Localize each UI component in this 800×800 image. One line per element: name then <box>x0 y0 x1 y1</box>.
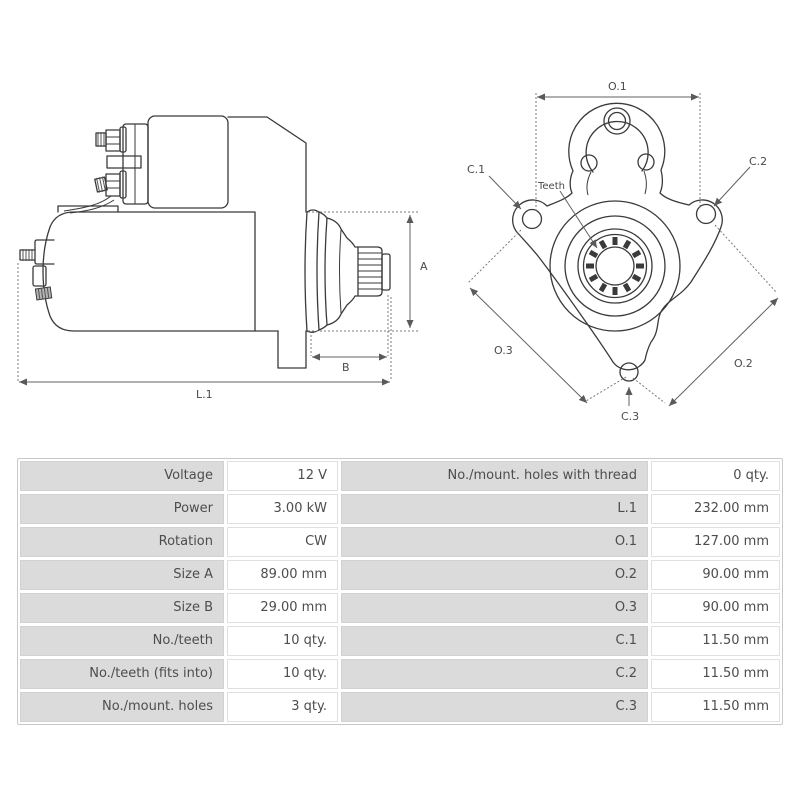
spec-value-cell: 90.00 mm <box>651 593 780 623</box>
spec-value-cell: 10 qty. <box>227 626 338 656</box>
spec-label-cell: No./teeth <box>20 626 224 656</box>
table-row: Power 3.00 kW L.1 232.00 mm <box>20 494 780 524</box>
spec-value-cell: 11.50 mm <box>651 692 780 722</box>
spec-value-cell: 90.00 mm <box>651 560 780 590</box>
spec-value-cell: 3 qty. <box>227 692 338 722</box>
dim-label-l1: L.1 <box>196 388 213 401</box>
table-row: Size A 89.00 mm O.2 90.00 mm <box>20 560 780 590</box>
spec-label-cell: Size B <box>20 593 224 623</box>
dim-label-c1: C.1 <box>467 163 485 176</box>
spec-value-cell: 12 V <box>227 461 338 491</box>
spec-label-cell: O.2 <box>341 560 648 590</box>
dim-label-c3: C.3 <box>621 410 639 423</box>
spec-value-cell: CW <box>227 527 338 557</box>
dim-label-o1: O.1 <box>608 80 627 93</box>
spec-label-cell: C.2 <box>341 659 648 689</box>
spec-label-cell: No./mount. holes with thread <box>341 461 648 491</box>
starter-front-view-diagram: O.1 C.1 C.2 Teeth C.3 O.3 O.2 <box>467 80 779 423</box>
spec-label-cell: Rotation <box>20 527 224 557</box>
table-row: No./teeth 10 qty. C.1 11.50 mm <box>20 626 780 656</box>
spec-value-cell: 29.00 mm <box>227 593 338 623</box>
spec-value-cell: 0 qty. <box>651 461 780 491</box>
spec-value-cell: 89.00 mm <box>227 560 338 590</box>
spec-value-cell: 127.00 mm <box>651 527 780 557</box>
spec-label-cell: O.1 <box>341 527 648 557</box>
spec-value-cell: 10 qty. <box>227 659 338 689</box>
dim-label-b: B <box>342 361 350 374</box>
spec-value-cell: 232.00 mm <box>651 494 780 524</box>
dim-label-teeth: Teeth <box>537 181 565 192</box>
spec-label-cell: Size A <box>20 560 224 590</box>
spec-label-cell: No./mount. holes <box>20 692 224 722</box>
spec-value-cell: 3.00 kW <box>227 494 338 524</box>
spec-label-cell: C.3 <box>341 692 648 722</box>
table-row: No./mount. holes 3 qty. C.3 11.50 mm <box>20 692 780 722</box>
spec-value-cell: 11.50 mm <box>651 626 780 656</box>
table-row: Rotation CW O.1 127.00 mm <box>20 527 780 557</box>
table-row: No./teeth (fits into) 10 qty. C.2 11.50 … <box>20 659 780 689</box>
table-row: Voltage 12 V No./mount. holes with threa… <box>20 461 780 491</box>
table-row: Size B 29.00 mm O.3 90.00 mm <box>20 593 780 623</box>
spec-label-cell: Voltage <box>20 461 224 491</box>
spec-label-cell: Power <box>20 494 224 524</box>
dim-label-o3: O.3 <box>494 344 513 357</box>
dim-label-o2: O.2 <box>734 357 753 370</box>
spec-label-cell: L.1 <box>341 494 648 524</box>
spec-label-cell: O.3 <box>341 593 648 623</box>
spec-label-cell: C.1 <box>341 626 648 656</box>
spec-value-cell: 11.50 mm <box>651 659 780 689</box>
starter-side-view-diagram: A B L.1 <box>17 115 428 401</box>
dim-label-c2: C.2 <box>749 155 767 168</box>
spec-table: Voltage 12 V No./mount. holes with threa… <box>17 458 783 725</box>
spec-label-cell: No./teeth (fits into) <box>20 659 224 689</box>
dim-label-a: A <box>420 260 428 273</box>
technical-drawing: A B L.1 <box>17 80 779 423</box>
